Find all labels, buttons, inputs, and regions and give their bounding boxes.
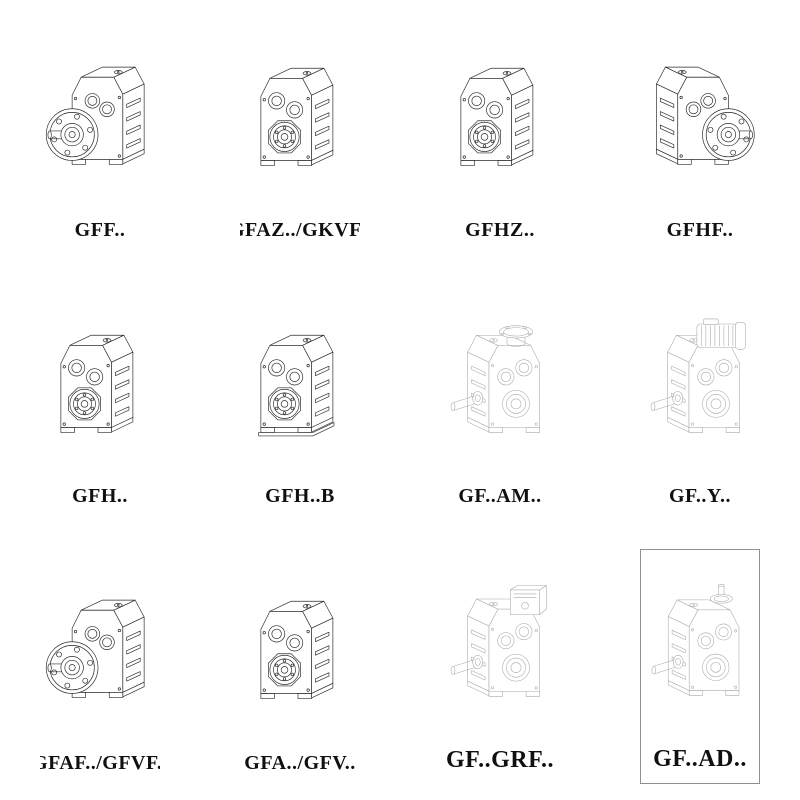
- gearbox-drawing-hollow: [442, 20, 558, 218]
- model-label: GFAZ../GKVF..: [240, 218, 360, 241]
- model-label: GFAF../GFVF..: [40, 751, 160, 774]
- gearbox-drawing-flange-left: [42, 553, 158, 751]
- catalog-cell-gff: GFF..: [40, 16, 160, 251]
- model-label: GFH..B: [265, 485, 335, 508]
- model-label: GF..AM..: [458, 485, 542, 508]
- gearbox-drawing-hollow-baseplate: [242, 287, 358, 485]
- catalog-cell-gfaf-gfvf: GFAF../GFVF..: [40, 549, 160, 784]
- catalog-cell-gfa-gfv: GFA../GFV..: [240, 549, 360, 784]
- catalog-cell-gfh: GFH..: [40, 283, 160, 518]
- model-label: GFH..: [72, 485, 128, 508]
- model-label: GFA../GFV..: [244, 751, 356, 774]
- model-label: GFHF..: [666, 218, 734, 241]
- gearbox-drawing-with-motor: [642, 287, 758, 485]
- gearbox-drawing-flange-left: [42, 20, 158, 218]
- catalog-cell-gfhf: GFHF..: [640, 16, 760, 251]
- catalog-cell-gfhz: GFHZ..: [440, 16, 560, 251]
- model-label: GF..Y..: [668, 485, 732, 508]
- gearbox-drawing-brake-box: [442, 553, 558, 746]
- gearbox-drawing-hollow: [42, 287, 158, 485]
- gearbox-drawing-top-shaft: [643, 554, 757, 745]
- catalog-cell-gf-ad: GF..AD..: [640, 549, 760, 784]
- catalog-cell-gfaz-gkvf: GFAZ../GKVF..: [240, 16, 360, 251]
- model-label: GFHZ..: [465, 218, 535, 241]
- model-label: GFF..: [74, 218, 126, 241]
- gearbox-drawing-hollow: [242, 553, 358, 751]
- catalog-cell-gf-y: GF..Y..: [640, 283, 760, 518]
- catalog-cell-gf-am: GF..AM..: [440, 283, 560, 518]
- catalog-cell-gfh-b: GFH..B: [240, 283, 360, 518]
- gearbox-drawing-hollow: [242, 20, 358, 218]
- gearbox-drawing-motor-adapter: [442, 287, 558, 485]
- model-label: GF..GRF..: [445, 747, 555, 774]
- catalog-cell-gf-grf: GF..GRF..: [440, 549, 560, 784]
- gearbox-drawing-flange-right: [642, 20, 758, 218]
- model-label: GF..AD..: [653, 746, 747, 773]
